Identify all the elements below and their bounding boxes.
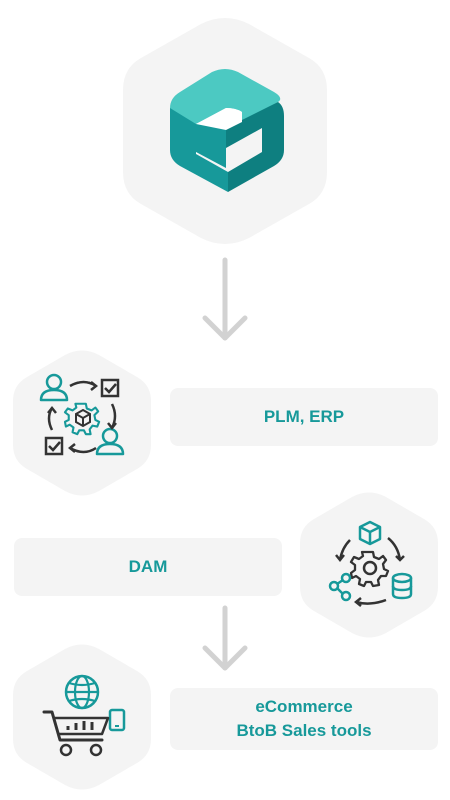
logo-e-icon xyxy=(170,69,284,192)
asset-sync-hexagon xyxy=(300,492,438,638)
shopping-cart-globe-icon xyxy=(42,674,126,757)
down-arrow-icon xyxy=(202,605,248,671)
workflow-icon xyxy=(39,373,125,456)
dam-label: DAM xyxy=(128,557,168,576)
plm-erp-label: PLM, ERP xyxy=(263,407,345,426)
down-arrow-icon xyxy=(202,257,248,341)
dam-label-box: DAM xyxy=(14,538,282,596)
asset-sync-icon xyxy=(328,520,413,607)
ecommerce-label-box: eCommerce BtoB Sales tools xyxy=(170,688,438,750)
ecommerce-label-line1: eCommerce xyxy=(255,697,353,716)
ecommerce-label-line2: BtoB Sales tools xyxy=(236,721,372,740)
plm-erp-label-box: PLM, ERP xyxy=(170,388,438,446)
